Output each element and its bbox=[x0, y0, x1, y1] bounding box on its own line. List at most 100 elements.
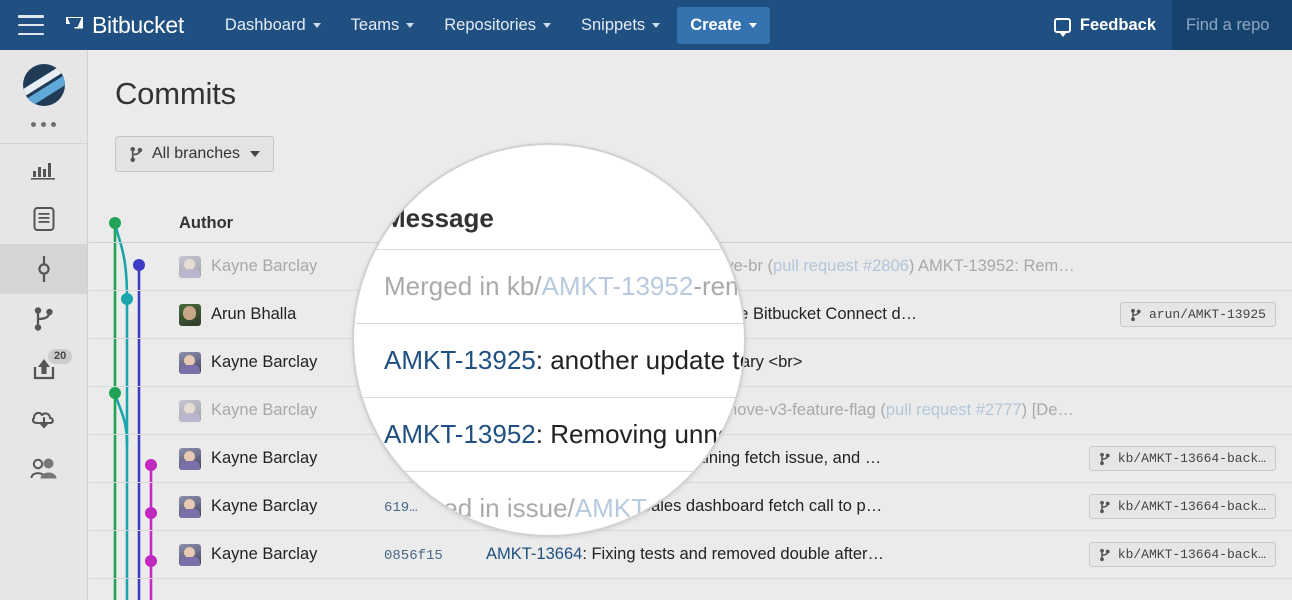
branch-icon bbox=[34, 307, 53, 331]
top-navigation-bar: Bitbucket Dashboard Teams Repositories S… bbox=[0, 0, 1292, 50]
create-button[interactable]: Create bbox=[677, 6, 770, 44]
magnified-issue-link: AMKT-13925 bbox=[384, 345, 536, 375]
sidebar-item-source[interactable] bbox=[0, 194, 87, 244]
branch-tag-label: arun/AMKT-13925 bbox=[1148, 307, 1266, 322]
create-button-label: Create bbox=[690, 15, 742, 34]
commit-message: AMKT-13664: Fixing tests and removed dou… bbox=[486, 545, 1089, 564]
sidebar-header bbox=[0, 50, 87, 144]
commits-table: Author Message Kayne Barclay Merged in k… bbox=[89, 203, 1292, 579]
nav-item-snippets[interactable]: Snippets bbox=[568, 7, 673, 44]
branch-tag[interactable]: arun/AMKT-13925 bbox=[1119, 302, 1276, 327]
sidebar-item-commits[interactable] bbox=[0, 244, 87, 294]
author-name: Kayne Barclay bbox=[211, 545, 318, 563]
brand-label: Bitbucket bbox=[92, 11, 184, 38]
branch-icon bbox=[130, 146, 143, 162]
nav-item-teams[interactable]: Teams bbox=[338, 7, 428, 44]
nav-item-repositories-label: Repositories bbox=[444, 15, 536, 34]
commit-hash[interactable]: 0856f15 bbox=[384, 548, 443, 564]
feedback-label: Feedback bbox=[1079, 15, 1156, 34]
branch-tag[interactable]: kb/AMKT-13664-back… bbox=[1088, 446, 1276, 471]
avatar bbox=[179, 495, 201, 518]
avatar bbox=[179, 351, 201, 374]
message-suffix: : Fixing tests and removed double after… bbox=[582, 545, 885, 563]
repository-avatar[interactable] bbox=[22, 64, 65, 106]
search-input[interactable]: Find a repo bbox=[1172, 0, 1292, 50]
author-name: Kayne Barclay bbox=[211, 401, 318, 419]
magnified-column-header-message: Message bbox=[384, 203, 494, 233]
nav-right-group: Feedback Find a repo bbox=[1038, 0, 1292, 50]
bitbucket-brand-link[interactable]: Bitbucket bbox=[66, 12, 184, 39]
chevron-down-icon bbox=[312, 22, 321, 28]
commit-author: Kayne Barclay bbox=[179, 351, 384, 374]
commit-node-icon bbox=[37, 256, 50, 282]
author-name: Kayne Barclay bbox=[211, 257, 318, 275]
commit-author: Kayne Barclay bbox=[179, 495, 384, 518]
pull-request-icon bbox=[33, 359, 54, 380]
hamburger-menu-icon[interactable] bbox=[18, 15, 44, 35]
bitbucket-logo-icon bbox=[66, 17, 83, 34]
message-suffix: ) AMKT-13952: Rem… bbox=[908, 257, 1075, 275]
chevron-down-icon bbox=[748, 22, 757, 28]
table-row[interactable]: Kayne Barclay AMKT-13664: Fixing the rem… bbox=[89, 435, 1292, 483]
magnified-message-suffix: : Removing unnec bbox=[535, 419, 746, 449]
page-title: Commits bbox=[115, 76, 236, 111]
nav-item-dashboard-label: Dashboard bbox=[224, 15, 306, 34]
bar-chart-icon bbox=[30, 163, 55, 180]
magnifier-lens: Message Merged in kb/AMKT-13952-rem AMKT… bbox=[352, 143, 746, 537]
author-name: Kayne Barclay bbox=[211, 497, 318, 515]
commit-author: Kayne Barclay bbox=[179, 399, 384, 422]
avatar bbox=[179, 255, 201, 278]
sidebar-item-pull-requests[interactable]: 20 bbox=[0, 344, 87, 394]
magnified-message-prefix: Merged in kb/ bbox=[384, 271, 542, 301]
avatar bbox=[179, 399, 201, 422]
cloud-download-icon bbox=[31, 411, 54, 429]
sidebar-item-downloads[interactable] bbox=[0, 394, 87, 444]
all-branches-dropdown[interactable]: All branches bbox=[115, 136, 275, 172]
nav-item-snippets-label: Snippets bbox=[580, 15, 646, 34]
commit-hash[interactable]: 619… bbox=[384, 500, 418, 516]
branch-icon bbox=[1099, 548, 1110, 561]
magnified-issue-link: AMKT-13952 bbox=[541, 271, 694, 301]
column-header-author: Author bbox=[179, 214, 234, 232]
left-sidebar: 20 bbox=[0, 50, 88, 600]
sidebar-item-settings[interactable] bbox=[0, 444, 87, 494]
branch-icon bbox=[1099, 500, 1110, 513]
speech-bubble-icon bbox=[1053, 17, 1071, 37]
avatar bbox=[179, 447, 201, 470]
branch-tag[interactable]: kb/AMKT-13664-back… bbox=[1088, 542, 1276, 567]
ellipsis-icon[interactable] bbox=[0, 106, 87, 133]
avatar bbox=[179, 543, 201, 566]
magnified-row-left bbox=[354, 270, 384, 304]
magnified-row: AMKT-13925: another update to bbox=[354, 323, 746, 397]
author-name: Kayne Barclay bbox=[211, 449, 318, 467]
issue-link[interactable]: AMKT-13664 bbox=[486, 545, 583, 563]
sidebar-item-branches[interactable] bbox=[0, 294, 87, 344]
nav-item-repositories[interactable]: Repositories bbox=[431, 7, 564, 44]
magnified-issue-link: AMKT-13952 bbox=[384, 419, 536, 449]
commit-author: Kayne Barclay bbox=[179, 543, 384, 566]
magnified-row: AMKT-13952: Removing unnec bbox=[354, 397, 746, 471]
chevron-down-icon bbox=[542, 22, 551, 28]
magnified-issue-link: AMKT-12592 bbox=[574, 493, 727, 523]
sidebar-item-overview[interactable] bbox=[0, 144, 87, 194]
table-row[interactable]: Kayne Barclay 619… AMKT-13664: Fixing Sa… bbox=[89, 483, 1292, 531]
branch-tag[interactable]: kb/AMKT-13664-back… bbox=[1088, 494, 1276, 519]
nav-item-teams-label: Teams bbox=[350, 15, 400, 34]
feedback-button[interactable]: Feedback bbox=[1038, 15, 1172, 37]
branch-tag-label: kb/AMKT-13664-back… bbox=[1117, 499, 1266, 514]
branch-icon bbox=[1131, 308, 1141, 321]
chevron-down-icon bbox=[652, 22, 661, 28]
avatar bbox=[179, 303, 201, 326]
pull-request-link[interactable]: pull request #2806 bbox=[773, 257, 909, 275]
table-row[interactable]: Kayne Barclay 0856f15 AMKT-13664: Fixing… bbox=[89, 531, 1292, 579]
magnified-message-suffix: : another update to bbox=[535, 345, 746, 375]
pull-request-link[interactable]: pull request #2777 bbox=[885, 401, 1022, 419]
nav-item-dashboard[interactable]: Dashboard bbox=[212, 7, 334, 44]
all-branches-label: All branches bbox=[152, 145, 241, 162]
pull-request-count-badge: 20 bbox=[48, 349, 73, 364]
magnified-row: Merged in kb/AMKT-13952-rem bbox=[354, 249, 746, 323]
commit-author: Kayne Barclay bbox=[179, 255, 384, 278]
magnified-message-suffix: -rem bbox=[693, 271, 746, 301]
author-name: Kayne Barclay bbox=[211, 353, 318, 371]
